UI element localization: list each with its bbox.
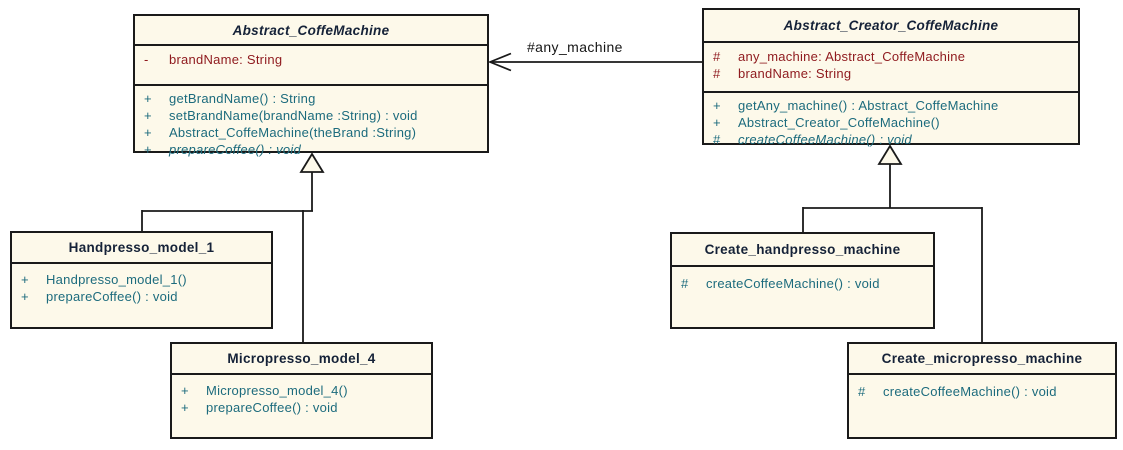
class-name: Abstract_CoffeMachine [232, 22, 390, 38]
visibility-symbol: - [144, 52, 149, 67]
generalization-triangle-right-icon [877, 144, 903, 165]
member-text: createCoffeeMachine() : void [738, 132, 912, 147]
visibility-symbol: # [681, 276, 689, 291]
member-text: getAny_machine() : Abstract_CoffeMachine [738, 98, 999, 113]
member-text: prepareCoffee() : void [46, 289, 178, 304]
visibility-symbol: # [713, 66, 721, 81]
method-row: + prepareCoffee() : void [172, 399, 431, 416]
visibility-symbol: + [144, 142, 152, 157]
class-micropresso-model-4[interactable]: Micropresso_model_4 + Micropresso_model_… [170, 342, 433, 439]
visibility-symbol: + [21, 289, 29, 304]
visibility-symbol: + [144, 108, 152, 123]
methods-compartment: + Micropresso_model_4() + prepareCoffee(… [172, 375, 431, 437]
method-row: + Handpresso_model_1() [12, 271, 271, 288]
method-row: + setBrandName(brandName :String) : void [135, 107, 487, 124]
visibility-symbol: + [181, 400, 189, 415]
class-title-compartment: Abstract_CoffeMachine [135, 16, 487, 46]
attributes-compartment: # any_machine: Abstract_CoffeMachine # b… [704, 43, 1078, 93]
methods-compartment: + getAny_machine() : Abstract_CoffeMachi… [704, 93, 1078, 148]
visibility-symbol: + [144, 125, 152, 140]
member-text: setBrandName(brandName :String) : void [169, 108, 418, 123]
visibility-symbol: + [713, 115, 721, 130]
member-text: Micropresso_model_4() [206, 383, 348, 398]
member-text: prepareCoffee() : void [206, 400, 338, 415]
member-text: createCoffeeMachine() : void [706, 276, 880, 291]
methods-compartment: # createCoffeeMachine() : void [849, 375, 1115, 437]
class-title-compartment: Abstract_Creator_CoffeMachine [704, 10, 1078, 43]
class-name: Micropresso_model_4 [227, 351, 376, 366]
methods-compartment: # createCoffeeMachine() : void [672, 267, 933, 327]
class-create-micropresso-machine[interactable]: Create_micropresso_machine # createCoffe… [847, 342, 1117, 439]
method-row: + getBrandName() : String [135, 90, 487, 107]
visibility-symbol: + [21, 272, 29, 287]
visibility-symbol: + [713, 98, 721, 113]
methods-compartment: + getBrandName() : String + setBrandName… [135, 86, 487, 158]
attribute-row: - brandName: String [135, 51, 487, 68]
class-handpresso-model-1[interactable]: Handpresso_model_1 + Handpresso_model_1(… [10, 231, 273, 329]
class-title-compartment: Create_micropresso_machine [849, 344, 1115, 375]
methods-compartment: + Handpresso_model_1() + prepareCoffee()… [12, 264, 271, 327]
visibility-symbol: + [144, 91, 152, 106]
class-name: Create_micropresso_machine [881, 351, 1083, 366]
method-row: + Abstract_CoffeMachine(theBrand :String… [135, 124, 487, 141]
method-row: # createCoffeeMachine() : void [704, 131, 1078, 148]
method-row: + Abstract_Creator_CoffeMachine() [704, 114, 1078, 131]
method-row: + prepareCoffee() : void [12, 288, 271, 305]
method-row: # createCoffeeMachine() : void [849, 383, 1115, 400]
member-text: Abstract_Creator_CoffeMachine() [738, 115, 940, 130]
method-row: + prepareCoffee() : void [135, 141, 487, 158]
class-create-handpresso-machine[interactable]: Create_handpresso_machine # createCoffee… [670, 232, 935, 329]
class-title-compartment: Micropresso_model_4 [172, 344, 431, 375]
member-text: any_machine: Abstract_CoffeMachine [738, 49, 966, 64]
attributes-compartment: - brandName: String [135, 46, 487, 86]
association-label: #any_machine [527, 39, 623, 55]
visibility-symbol: # [713, 132, 721, 147]
class-name: Create_handpresso_machine [704, 242, 901, 257]
member-text: Abstract_CoffeMachine(theBrand :String) [169, 125, 417, 140]
member-text: createCoffeeMachine() : void [883, 384, 1057, 399]
class-abstract-creator-coffemachine[interactable]: Abstract_Creator_CoffeMachine # any_mach… [702, 8, 1080, 148]
class-title-compartment: Create_handpresso_machine [672, 234, 933, 267]
method-row: + Micropresso_model_4() [172, 382, 431, 399]
class-name: Handpresso_model_1 [68, 240, 215, 255]
class-name: Abstract_Creator_CoffeMachine [783, 18, 999, 33]
class-abstract-coffemachine[interactable]: Abstract_CoffeMachine - brandName: Strin… [133, 14, 489, 157]
association-open-arrowhead-icon [487, 52, 512, 72]
method-row: # createCoffeeMachine() : void [672, 275, 933, 292]
visibility-symbol: # [858, 384, 866, 399]
attribute-row: # brandName: String [704, 65, 1078, 82]
visibility-symbol: + [181, 383, 189, 398]
visibility-symbol: # [713, 49, 721, 64]
member-text: Handpresso_model_1() [46, 272, 187, 287]
attribute-row: # any_machine: Abstract_CoffeMachine [704, 48, 1078, 65]
member-text: brandName: String [169, 52, 283, 67]
member-text: brandName: String [738, 66, 852, 81]
member-text: prepareCoffee() : void [169, 142, 301, 157]
class-title-compartment: Handpresso_model_1 [12, 233, 271, 264]
method-row: + getAny_machine() : Abstract_CoffeMachi… [704, 97, 1078, 114]
member-text: getBrandName() : String [169, 91, 316, 106]
